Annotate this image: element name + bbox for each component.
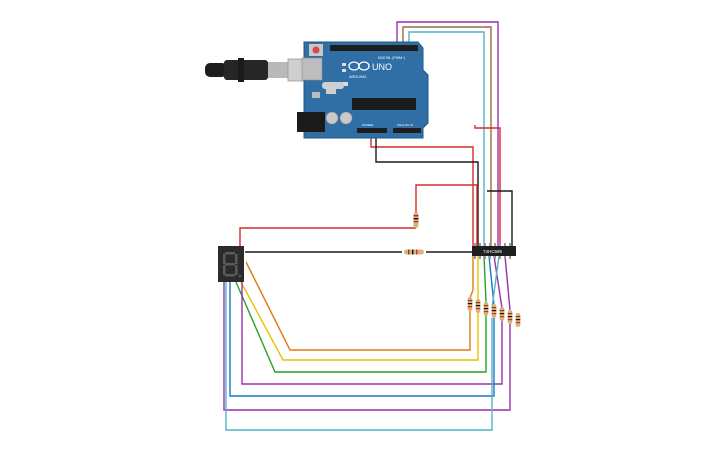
wire-red-loop-right[interactable] <box>474 125 501 248</box>
display-digit: 8. <box>0 0 2 1</box>
wire-purple-seg-2[interactable] <box>223 282 511 411</box>
board-brand: ARDUINO <box>349 75 367 79</box>
resistor-upper[interactable] <box>413 212 419 228</box>
resistors <box>404 212 521 327</box>
resistor-seg-f[interactable] <box>507 310 513 324</box>
wire-cyan-top[interactable] <box>408 31 485 248</box>
resistor-seg-a[interactable] <box>467 297 473 311</box>
wire-orange-seg[interactable] <box>245 261 471 351</box>
wire-purple-seg[interactable] <box>241 282 503 385</box>
resistor-seg-g[interactable] <box>515 313 521 327</box>
wire-red-resistor-upper[interactable] <box>415 184 478 248</box>
wire-purple-top[interactable] <box>396 21 499 248</box>
wire-cyan-seg[interactable] <box>225 282 493 431</box>
wire-red-5v[interactable] <box>370 133 474 248</box>
resistor-seg-b[interactable] <box>475 299 481 313</box>
analog-header[interactable] <box>393 128 421 133</box>
wire-black-loop-right[interactable] <box>487 190 513 248</box>
arduino-uno-board[interactable]: DIGITAL (PWM~) UNO ARDUINO POWER ANALOG … <box>297 41 429 139</box>
digital-header[interactable] <box>330 45 418 51</box>
resistor-horizontal[interactable] <box>404 249 424 255</box>
usb-cable[interactable] <box>205 58 309 82</box>
ic-label: 74HC595 <box>483 249 503 254</box>
usb-jack <box>301 57 323 81</box>
wires <box>223 21 513 431</box>
power-header-label: POWER <box>362 123 374 127</box>
arduino-logo-icon <box>348 61 370 71</box>
resistor-seg-e[interactable] <box>499 307 505 321</box>
digit-segments <box>223 252 242 278</box>
wire-blue-seg[interactable] <box>229 282 495 397</box>
power-jack <box>297 112 325 132</box>
wire-red-resistor-left[interactable] <box>239 227 416 252</box>
digital-header-label: DIGITAL (PWM~) <box>378 56 405 60</box>
wire-black-gnd[interactable] <box>375 133 479 248</box>
wire-yellow-seg[interactable] <box>240 281 479 361</box>
analog-header-label: ANALOG IN <box>397 123 413 127</box>
shift-register-ic[interactable]: 74HC595 <box>472 243 516 259</box>
resistor-seg-d[interactable] <box>491 304 497 318</box>
seven-segment-display[interactable]: 8. <box>0 0 244 282</box>
board-name: UNO <box>372 62 392 72</box>
power-header[interactable] <box>357 128 387 133</box>
wire-green-seg[interactable] <box>235 281 487 373</box>
wire-brown-top[interactable] <box>402 26 492 248</box>
resistor-seg-c[interactable] <box>483 302 489 316</box>
atmega-chip <box>352 98 416 110</box>
